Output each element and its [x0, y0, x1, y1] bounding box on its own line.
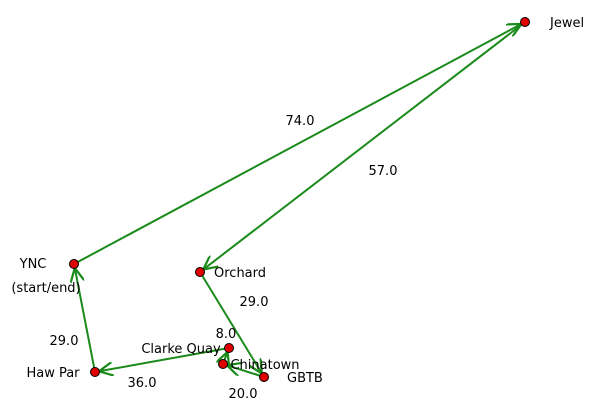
- nodes-layer: [69, 17, 530, 382]
- edge-weight-jewel-to-orchard: 57.0: [369, 164, 398, 179]
- node-label-orchard: Orchard: [214, 266, 266, 281]
- node-ync: [69, 259, 79, 269]
- node-orchard: [195, 267, 205, 277]
- edge-clarke-to-hawpar: [100, 347, 225, 371]
- node-gbtb: [259, 372, 269, 382]
- node-jewel: [520, 17, 530, 27]
- edges-layer: [75, 25, 521, 376]
- node-label-gbtb: GBTB: [287, 371, 323, 386]
- node-chinatown: [218, 359, 228, 369]
- edge-orchard-to-gbtb: [201, 275, 261, 372]
- node-label-hawpar: Haw Par: [26, 366, 80, 381]
- node-label-ync: YNC: [19, 257, 47, 272]
- edge-weight-hawpar-to-ync: 29.0: [50, 334, 79, 349]
- node-label-clarke: Clarke Quay: [141, 342, 221, 357]
- edge-weight-gbtb-to-chinatown: 20.0: [229, 387, 258, 400]
- edge-weight-orchard-to-gbtb: 29.0: [240, 295, 269, 310]
- node-label-jewel: Jewel: [549, 16, 584, 31]
- edge-jewel-to-orchard: [204, 23, 523, 269]
- edge-gbtb-to-chinatown: [228, 366, 261, 377]
- node-hawpar: [90, 367, 100, 377]
- edge-weight-clarke-to-hawpar: 36.0: [128, 376, 157, 391]
- node-label-chinatown: Chinatown: [230, 358, 299, 373]
- node-sublabel-ync: (start/end): [11, 281, 80, 296]
- edge-chinatown-to-clarke: [225, 353, 227, 360]
- edge-weight-ync-to-jewel: 74.0: [286, 114, 315, 129]
- edge-hawpar-to-ync: [75, 269, 96, 368]
- node-clarke: [224, 343, 234, 353]
- edge-ync-to-jewel: [77, 25, 520, 263]
- edge-weight-chinatown-to-clarke: 8.0: [216, 327, 237, 342]
